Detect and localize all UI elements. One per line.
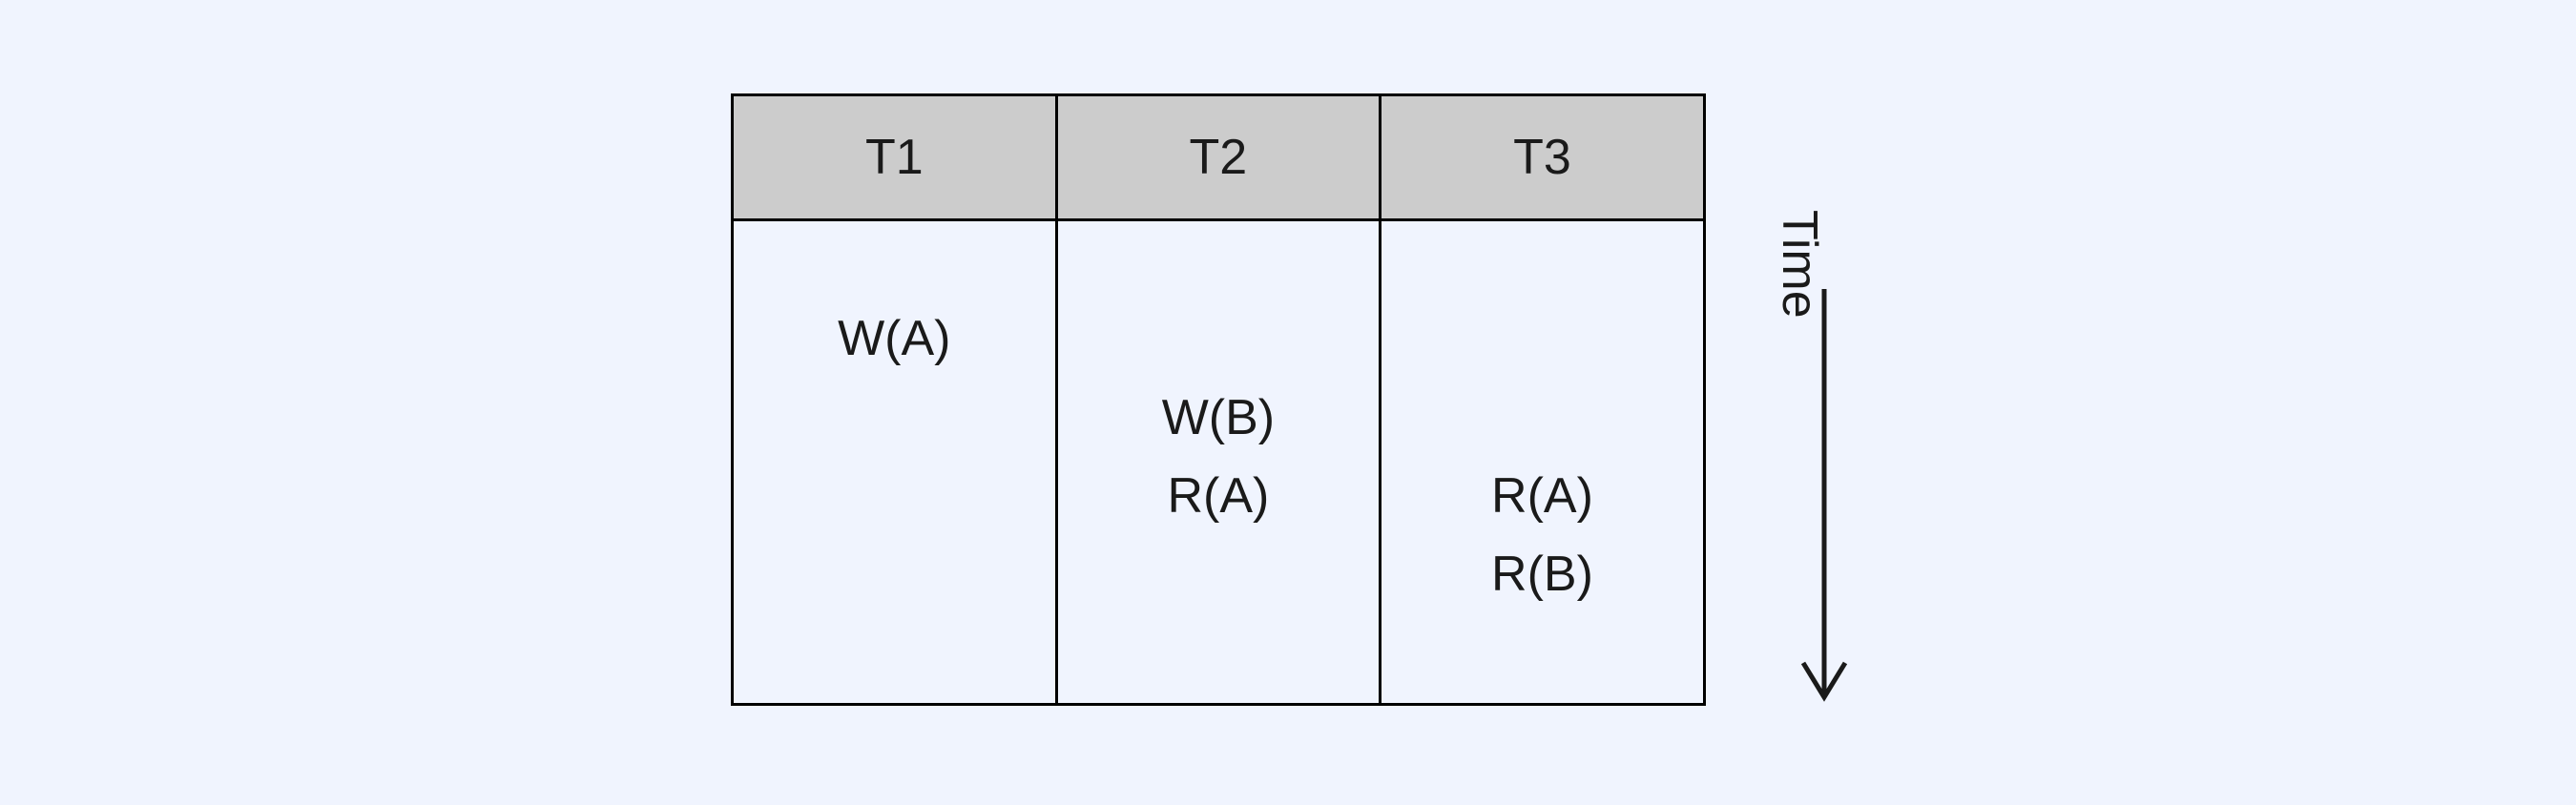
operation-item: R(B) bbox=[1491, 547, 1593, 603]
operation-item: W(B) bbox=[1161, 390, 1276, 445]
column-header-t2: T2 bbox=[1054, 93, 1382, 221]
down-arrow-icon bbox=[1800, 289, 1848, 702]
table-header-row: T1 T2 T3 bbox=[731, 93, 1706, 221]
operations-cell-t1: W(A) bbox=[731, 218, 1058, 706]
operations-cell-t2: W(B) R(A) bbox=[1054, 218, 1382, 706]
time-axis: Time bbox=[1772, 93, 1872, 713]
operation-item: R(A) bbox=[1167, 468, 1270, 525]
operation-stack-t3: R(A) R(B) bbox=[1381, 221, 1703, 613]
column-header-t1: T1 bbox=[731, 93, 1058, 221]
transaction-schedule-table: T1 T2 T3 W(A) W(B) R(A) bbox=[731, 93, 1706, 706]
operation-stack-t1: W(A) bbox=[734, 221, 1055, 378]
table-operations-row: W(A) W(B) R(A) R(A) R(B) bbox=[731, 218, 1706, 706]
operation-item: W(A) bbox=[838, 311, 951, 366]
operations-cell-t3: R(A) R(B) bbox=[1379, 218, 1706, 706]
operation-stack-t2: W(B) R(A) bbox=[1058, 221, 1380, 535]
column-header-t3: T3 bbox=[1379, 93, 1706, 221]
operation-item: R(A) bbox=[1491, 468, 1593, 524]
